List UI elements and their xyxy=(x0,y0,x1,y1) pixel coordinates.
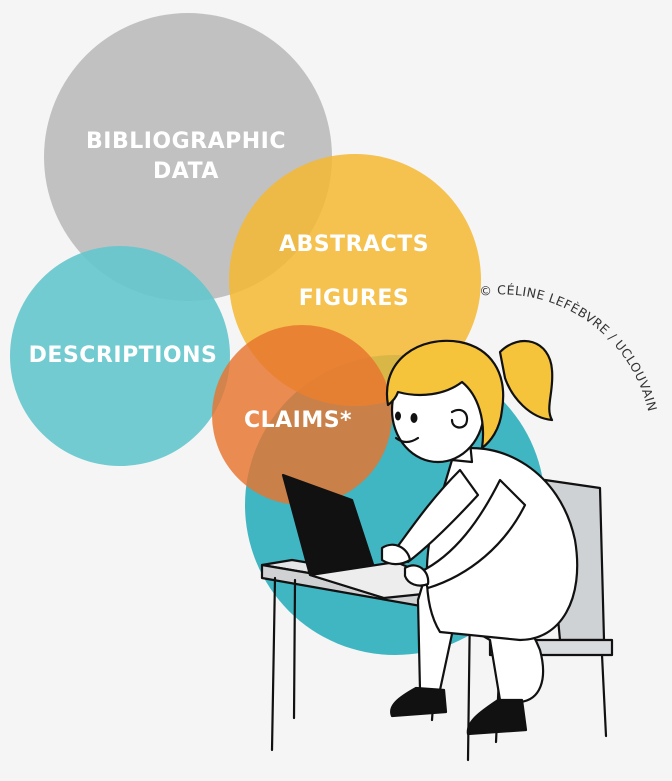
abstracts-label: ABSTRACTS xyxy=(278,232,430,257)
left-shoe xyxy=(390,686,448,718)
descriptions-circle xyxy=(10,246,230,466)
descriptions-label: DESCRIPTIONS xyxy=(28,343,218,368)
hair xyxy=(385,339,505,450)
claims-label: CLAIMS* xyxy=(243,408,353,433)
girl-with-laptop-illustration xyxy=(260,339,614,762)
right-shoe xyxy=(466,698,528,736)
bibliographic-data-label: BIBLIOGRAPHIC DATA xyxy=(76,127,296,186)
hands xyxy=(380,543,430,587)
figures-label: FIGURES xyxy=(298,286,410,311)
laptop-illustration xyxy=(281,473,464,600)
ponytail xyxy=(498,339,554,422)
claims-circle xyxy=(212,325,392,505)
bibliographic-label-line1: BIBLIOGRAPHIC xyxy=(85,129,287,154)
lab-coat xyxy=(425,447,579,642)
bibliographic-label-line2: DATA xyxy=(153,158,219,184)
front-arm xyxy=(418,478,527,590)
